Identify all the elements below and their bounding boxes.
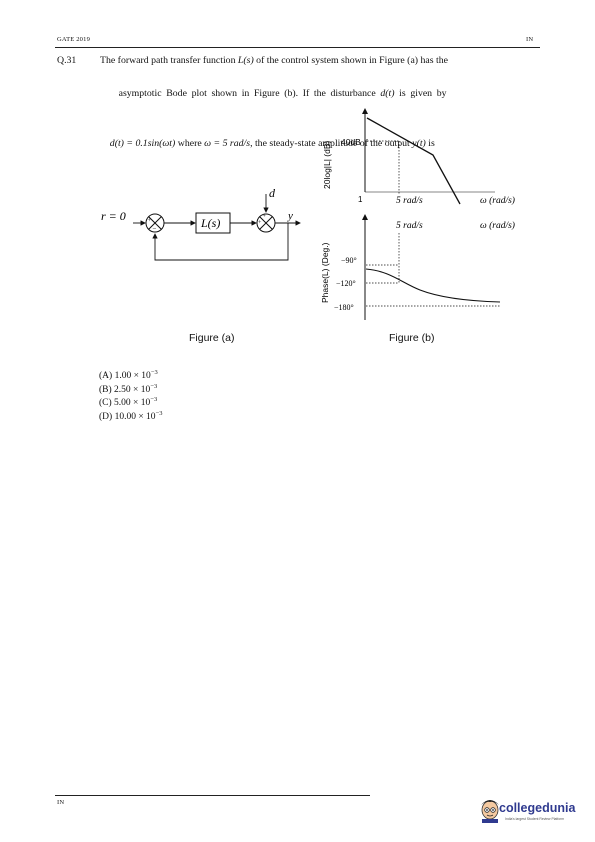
reference-input-label: r = 0 — [101, 209, 126, 223]
option-c: (C) 5.00 × 10−3 — [99, 395, 162, 409]
phase-tick-minus120: −120° — [336, 279, 356, 288]
option-exponent: −3 — [150, 369, 158, 376]
header-paper-code: IN — [526, 36, 534, 43]
magnitude-axis-label: 20log|L| (dB) — [322, 140, 332, 189]
header-rule — [55, 47, 540, 48]
option-exponent: −3 — [150, 382, 158, 390]
plus-sign: + — [263, 214, 267, 220]
q-text: is given by — [394, 88, 447, 99]
option-text: (A) 1.00 × 10 — [99, 371, 151, 382]
option-a: (A) 1.00 × 10−3 — [99, 368, 162, 382]
q-math: L(s) — [237, 55, 254, 66]
plus-sign: + — [258, 220, 262, 226]
output-label: y — [287, 210, 293, 222]
logo-tagline: India's largest Student Review Platform — [505, 817, 565, 821]
q-math: y(t) — [412, 137, 426, 149]
question-text: The forward path transfer function L(s) … — [100, 53, 540, 169]
q-text: of the control system shown in Figure (a… — [253, 55, 448, 66]
option-b: (B) 2.50 × 10−3 — [99, 382, 162, 396]
summing-junction-2: + + — [256, 213, 276, 233]
figure-b-caption: Figure (b) — [389, 332, 435, 344]
option-d: (D) 10.00 × 10−3 — [99, 409, 162, 423]
omega-label-bottom: ω (rad/s) — [480, 220, 515, 231]
figure-a-block-diagram: r = 0 + − L(s) + + d y — [101, 186, 301, 261]
q-text: is — [425, 137, 435, 149]
transfer-function-label: L(s) — [200, 216, 220, 230]
feedback-path — [152, 223, 289, 261]
figure-a-caption: Figure (a) — [189, 332, 235, 344]
summing-junction-1: + − — [145, 213, 165, 233]
frequency-label-5rad-top: 5 rad/s — [396, 196, 423, 206]
plus-sign: + — [148, 218, 152, 224]
q-math: d(t) — [380, 88, 395, 99]
magnitude-tick-1: 1 — [358, 195, 363, 204]
magnitude-curve — [366, 117, 461, 205]
footer-paper-code: IN — [57, 799, 65, 806]
phase-tick-minus90: −90° — [341, 256, 357, 265]
logo-wordmark: collegedunia — [499, 801, 576, 815]
question-line-1: The forward path transfer function L(s) … — [100, 53, 540, 70]
option-exponent: −3 — [150, 396, 158, 404]
footer-rule — [55, 795, 370, 796]
q-math: d(t) = 0.1sin(ωt) — [109, 137, 176, 149]
magnitude-tick-40db: 40dB — [341, 137, 361, 147]
header-exam-name: GATE 2019 — [57, 36, 91, 43]
question-number: Q.31 — [57, 55, 77, 66]
minus-sign: − — [153, 225, 157, 233]
omega-label-top: ω (rad/s) — [480, 195, 515, 206]
q-text: asymptotic Bode plot shown in Figure (b)… — [118, 88, 381, 99]
mascot-icon — [481, 800, 499, 823]
question-line-3: d(t) = 0.1sin(ωt) where ω = 5 rad/s, the… — [100, 119, 540, 169]
phase-axis-label: Phase(L) (Deg.) — [320, 242, 330, 303]
answer-options: (A) 1.00 × 10−3 (B) 2.50 × 10−3 (C) 5.00… — [99, 368, 162, 423]
disturbance-label: d — [269, 186, 276, 200]
phase-tick-minus180: −180° — [334, 303, 354, 312]
phase-curve — [365, 268, 501, 303]
question-line-2: asymptotic Bode plot shown in Figure (b)… — [100, 70, 540, 120]
figure-b-bode-plot: 20log|L| (dB) 40dB 1 5 rad/s ω (rad/s) P… — [320, 108, 515, 320]
q-math: ω = 5 rad/s — [204, 137, 251, 149]
collegedunia-logo: collegedunia India's largest Student Rev… — [478, 795, 575, 825]
option-text: (C) 5.00 × 10 — [99, 398, 151, 409]
option-text: (D) 10.00 × 10 — [99, 412, 156, 423]
frequency-label-5rad-bottom: 5 rad/s — [396, 221, 423, 231]
q-text: where — [175, 137, 205, 149]
q-text: , the steady-state amplitude of the outp… — [250, 137, 413, 149]
option-text: (B) 2.50 × 10 — [99, 384, 151, 395]
q-text: The forward path transfer function — [100, 55, 238, 66]
option-exponent: −3 — [155, 409, 163, 417]
